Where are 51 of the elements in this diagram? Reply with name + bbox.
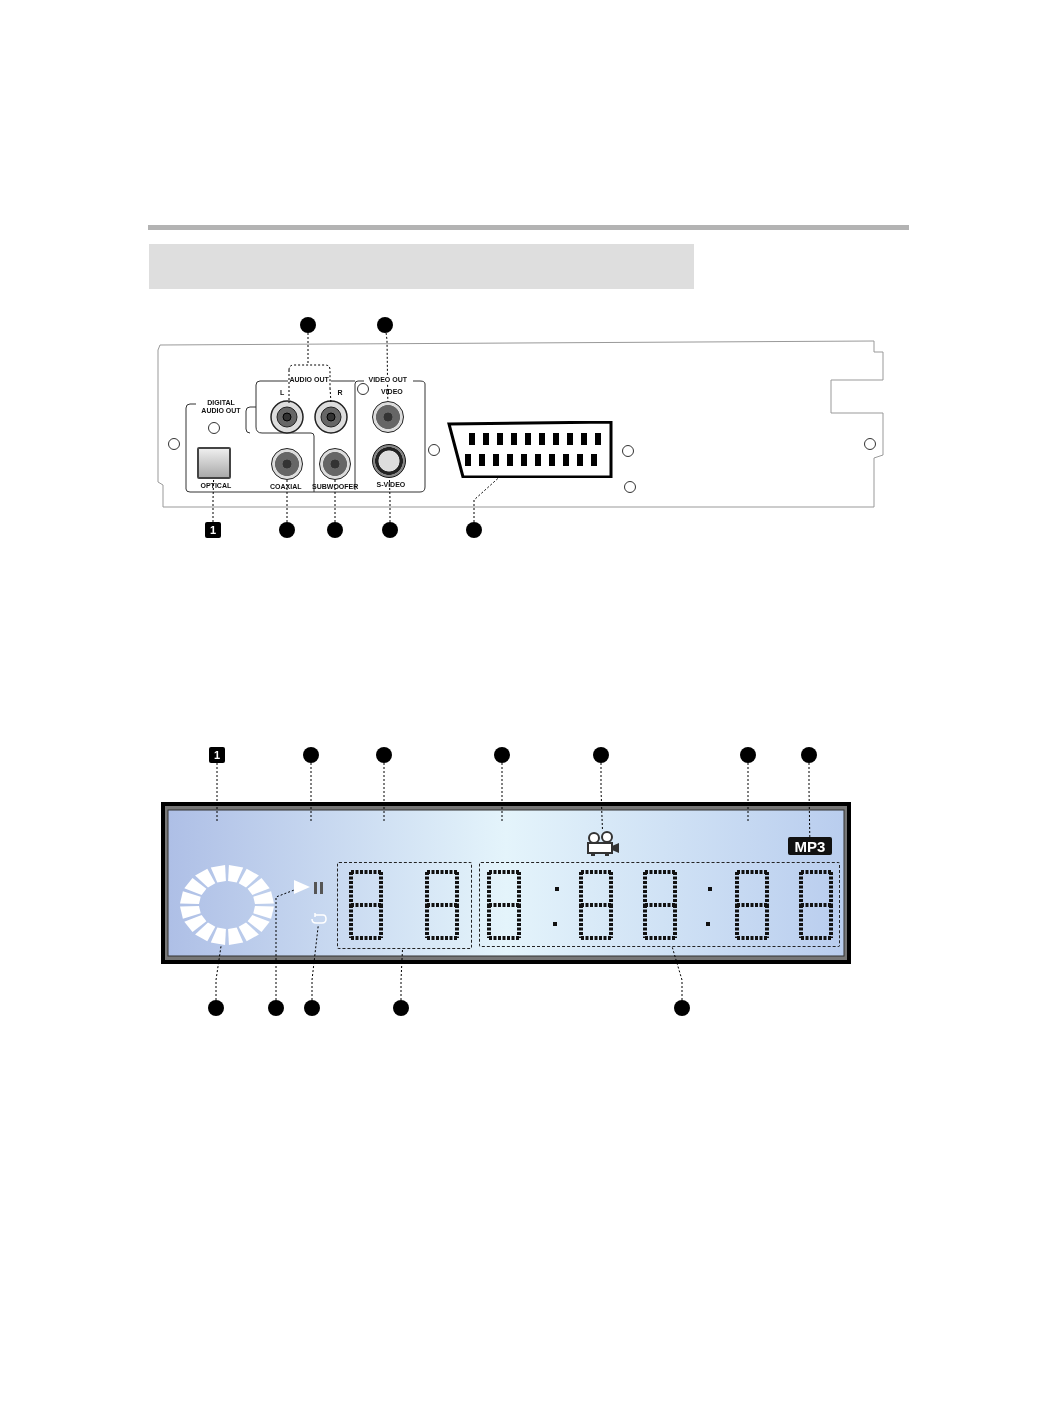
callout-dot — [466, 522, 482, 538]
callout-dot — [494, 747, 510, 763]
leader-line — [808, 762, 811, 838]
leader-line — [215, 945, 222, 1001]
leader-line — [310, 762, 312, 823]
leader-line — [307, 332, 309, 365]
callout-dot — [279, 522, 295, 538]
scart-connector — [447, 421, 613, 478]
callout-dot — [674, 1000, 690, 1016]
callout-dot — [377, 317, 393, 333]
rca-jack — [319, 448, 351, 480]
leader-line — [383, 762, 385, 823]
callout-dot — [740, 747, 756, 763]
callout-dot — [300, 317, 316, 333]
callout-dot — [304, 1000, 320, 1016]
camera-icon — [585, 831, 621, 857]
leader-line — [216, 762, 218, 823]
rca-jack — [372, 401, 404, 433]
callout-dot — [593, 747, 609, 763]
callout-number: 1 — [209, 747, 225, 763]
leader-line — [275, 889, 295, 1001]
optical-port — [197, 447, 231, 479]
leader-line — [334, 479, 336, 523]
rca-jack — [271, 448, 303, 480]
callout-dot — [376, 747, 392, 763]
disc-indicator-icon — [179, 864, 275, 946]
callout-dot — [303, 747, 319, 763]
callout-dot — [801, 747, 817, 763]
mp3-indicator: MP3 — [788, 837, 832, 855]
leader-line — [212, 478, 215, 523]
callout-dot — [268, 1000, 284, 1016]
leader-line — [286, 479, 288, 523]
play-icon — [294, 879, 310, 895]
callout-dot — [327, 522, 343, 538]
leader-line — [385, 332, 389, 402]
callout-dot — [208, 1000, 224, 1016]
s-video-jack — [372, 444, 406, 478]
leader-line — [473, 477, 499, 523]
callout-dot — [382, 522, 398, 538]
segment-digit-display — [337, 862, 472, 949]
callout-number: 1 — [205, 522, 221, 538]
leader-line — [388, 477, 391, 523]
callout-dot — [393, 1000, 409, 1016]
leader-line — [671, 946, 683, 1001]
segment-time-display — [479, 862, 840, 947]
leader-line — [311, 924, 319, 1001]
leader-line — [400, 948, 403, 1001]
leader-line — [747, 762, 749, 823]
repeat-icon — [311, 912, 327, 925]
leader-line — [501, 762, 503, 823]
leader-line — [600, 762, 603, 832]
